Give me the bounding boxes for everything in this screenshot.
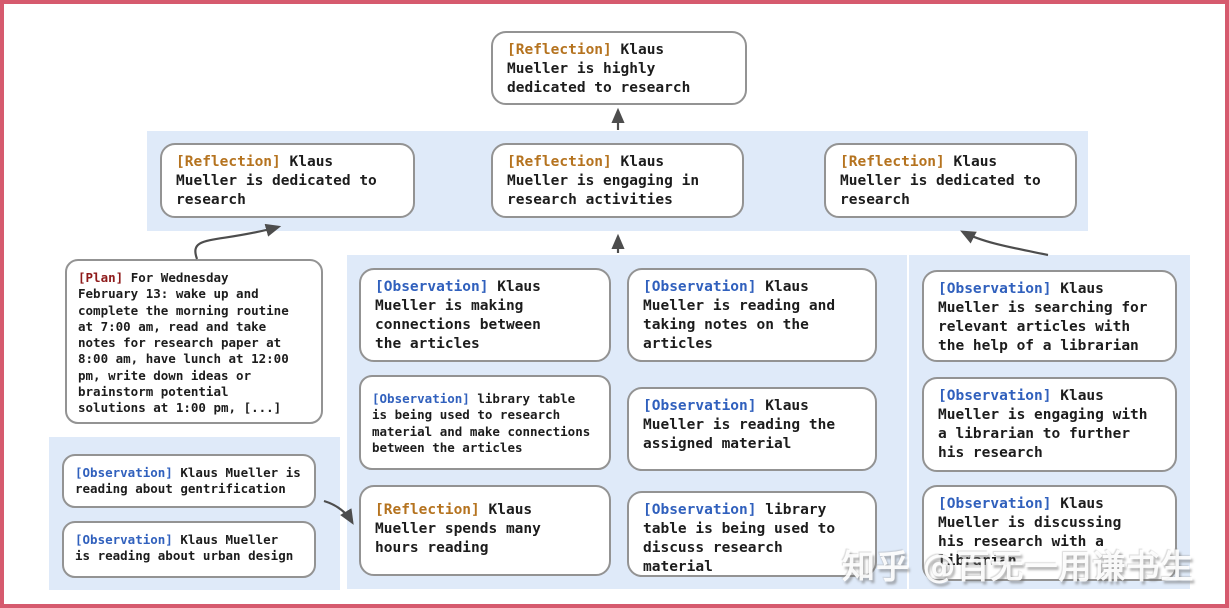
- reflection-tag: [Reflection]: [507, 42, 612, 58]
- node-obs-urban-design: [Observation] Klaus Mueller is reading a…: [62, 521, 316, 578]
- observation-tag: [Observation]: [643, 502, 757, 518]
- node-text: Klaus Mueller is reading about gentrific…: [75, 465, 301, 497]
- node-text: Klaus Mueller is discussing his research…: [938, 496, 1122, 570]
- reflection-tag: [Reflection]: [840, 154, 945, 170]
- node-plan-wednesday: [Plan] For Wednesday February 13: wake u…: [65, 259, 323, 424]
- node-text: Klaus Mueller is making connections betw…: [375, 279, 541, 353]
- node-text: Klaus Mueller is dedicated to research: [840, 154, 1041, 209]
- reflection-tag: [Reflection]: [507, 154, 612, 170]
- node-obs-library-research: [Observation] library table is being use…: [359, 375, 611, 470]
- plan-tag: [Plan]: [78, 270, 124, 285]
- observation-tag: [Observation]: [372, 391, 470, 406]
- node-text: Klaus Mueller is reading about urban des…: [75, 532, 294, 564]
- node-text: Klaus Mueller is engaging with a librari…: [938, 388, 1148, 462]
- observation-tag: [Observation]: [75, 532, 173, 547]
- arrow-plan-to-reflection-left: [194, 223, 282, 260]
- node-reflection-root: [Reflection] Klaus Mueller is highly ded…: [491, 31, 747, 105]
- observation-tag: [Observation]: [375, 279, 489, 295]
- node-text: library table is being used to discuss r…: [643, 502, 836, 576]
- node-reflection-dedicated-right: [Reflection] Klaus Mueller is dedicated …: [824, 143, 1077, 218]
- observation-tag: [Observation]: [938, 388, 1052, 404]
- node-text: Klaus Mueller is highly dedicated to res…: [507, 42, 691, 97]
- node-text: Klaus Mueller is searching for relevant …: [938, 281, 1148, 355]
- arrow-right-panel-to-reflection-right: [960, 230, 1049, 257]
- node-obs-searching-articles: [Observation] Klaus Mueller is searching…: [922, 270, 1177, 362]
- node-text: Klaus Mueller is reading the assigned ma…: [643, 398, 836, 453]
- node-reflection-engaging: [Reflection] Klaus Mueller is engaging i…: [491, 143, 744, 218]
- zhihu-watermark: 知乎 @百无一用谦书生: [842, 547, 1195, 586]
- node-obs-engaging-librarian: [Observation] Klaus Mueller is engaging …: [922, 377, 1177, 472]
- node-text: Klaus Mueller is engaging in research ac…: [507, 154, 700, 209]
- node-reflection-dedicated-left: [Reflection] Klaus Mueller is dedicated …: [160, 143, 415, 218]
- node-obs-taking-notes: [Observation] Klaus Mueller is reading a…: [627, 268, 877, 362]
- node-text: Klaus Mueller spends many hours reading: [375, 502, 541, 557]
- node-obs-assigned-material: [Observation] Klaus Mueller is reading t…: [627, 387, 877, 471]
- observation-tag: [Observation]: [75, 465, 173, 480]
- reflection-tag: [Reflection]: [375, 502, 480, 518]
- node-obs-discussing-research: [Observation] Klaus Mueller is discussin…: [922, 485, 1177, 581]
- node-obs-connections: [Observation] Klaus Mueller is making co…: [359, 268, 611, 362]
- node-reflection-hours-reading: [Reflection] Klaus Mueller spends many h…: [359, 485, 611, 576]
- observation-tag: [Observation]: [643, 398, 757, 414]
- node-text: For Wednesday February 13: wake up and c…: [78, 270, 289, 415]
- observation-tag: [Observation]: [938, 281, 1052, 297]
- node-obs-library-discuss: [Observation] library table is being use…: [627, 491, 877, 577]
- node-obs-gentrification: [Observation] Klaus Mueller is reading a…: [62, 454, 316, 508]
- node-text: Klaus Mueller is dedicated to research: [176, 154, 377, 209]
- observation-tag: [Observation]: [643, 279, 757, 295]
- node-text: library table is being used to research …: [372, 391, 591, 455]
- reflection-tag: [Reflection]: [176, 154, 281, 170]
- node-text: Klaus Mueller is reading and taking note…: [643, 279, 836, 353]
- observation-tag: [Observation]: [938, 496, 1052, 512]
